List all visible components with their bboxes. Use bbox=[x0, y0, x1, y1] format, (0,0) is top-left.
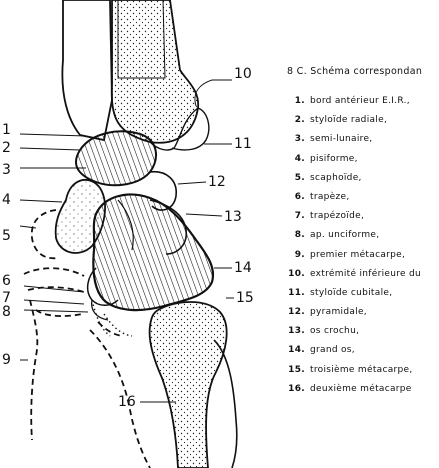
callout-3: 3 bbox=[2, 162, 11, 178]
legend-item: 6.trapèze, bbox=[294, 191, 350, 202]
ulna-bone bbox=[61, 0, 113, 142]
legend-item: 2.styloïde radiale, bbox=[294, 115, 388, 126]
carpal-bones bbox=[54, 130, 215, 321]
callout-7: 7 bbox=[2, 290, 11, 306]
callout-15: 15 bbox=[236, 290, 254, 306]
radius-bone bbox=[110, 0, 210, 151]
callout-1: 1 bbox=[2, 122, 11, 138]
callout-5: 5 bbox=[2, 228, 11, 244]
callout-13: 13 bbox=[224, 209, 242, 225]
legend-item: 7.trapézoïde, bbox=[294, 211, 365, 222]
callout-2: 2 bbox=[2, 140, 11, 156]
third-metacarpal bbox=[148, 301, 238, 468]
legend-list: 1.bord antérieur E.I.R., 2.styloïde radi… bbox=[287, 96, 421, 403]
legend-item: 9.premier métacarpe, bbox=[294, 249, 406, 260]
callout-8: 8 bbox=[2, 304, 11, 320]
legend-item: 15.troisième métacarpe, bbox=[288, 364, 413, 375]
legend-item: 5.scaphoïde, bbox=[294, 172, 362, 183]
callout-16: 16 bbox=[118, 394, 136, 410]
callout-9: 9 bbox=[2, 352, 11, 368]
callout-12: 12 bbox=[208, 174, 226, 190]
legend-item: 16.deuxième métacarpe bbox=[288, 383, 412, 394]
callout-10: 10 bbox=[234, 66, 252, 82]
legend-item: 11.styloïde cubitale, bbox=[288, 287, 393, 298]
callout-14: 14 bbox=[234, 260, 252, 276]
legend-item: 8.ap. unciforme, bbox=[294, 230, 380, 241]
legend-item: 1.bord antérieur E.I.R., bbox=[294, 96, 410, 106]
legend-item: 14.grand os, bbox=[288, 345, 355, 356]
callout-numbers: 1 2 3 4 5 6 7 8 9 10 11 12 13 14 15 16 bbox=[2, 66, 254, 410]
dashed-outlines bbox=[23, 209, 151, 468]
leader-lines bbox=[19, 79, 234, 403]
dotted-outline bbox=[91, 299, 133, 337]
figure-title: 8 C. Schéma correspondan bbox=[287, 66, 423, 77]
legend-item: 3.semi-lunaire, bbox=[294, 134, 373, 145]
legend-item: 4.pisiforme, bbox=[294, 153, 358, 164]
legend-item: 13.os crochu, bbox=[288, 326, 360, 337]
callout-6: 6 bbox=[2, 273, 11, 289]
legend-item: 12.pyramidale, bbox=[288, 307, 367, 318]
callout-4: 4 bbox=[2, 192, 11, 208]
legend-item: 10.extrémité inférieure du bbox=[288, 268, 422, 279]
callout-11: 11 bbox=[234, 136, 252, 152]
